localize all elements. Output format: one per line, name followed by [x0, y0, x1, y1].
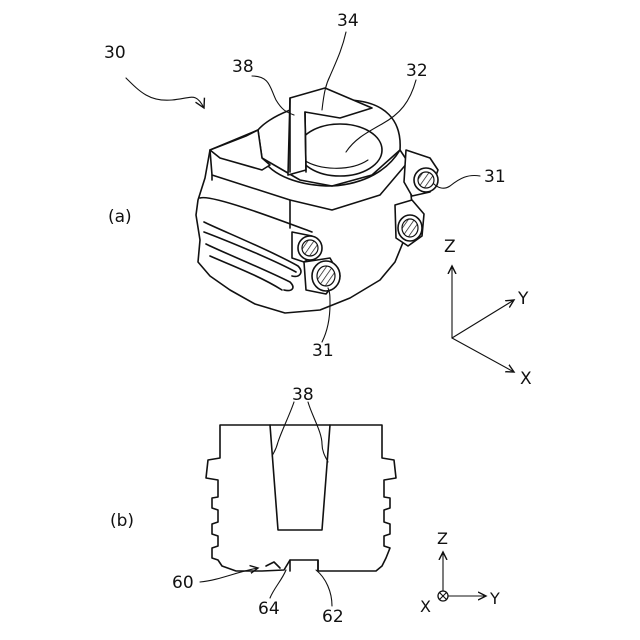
leader-32	[346, 80, 416, 152]
bore-inner-shade	[304, 160, 368, 168]
axes-b: Z X Y	[420, 529, 500, 616]
caption-a: (a)	[108, 207, 132, 227]
ref-38-b: 38	[292, 385, 314, 405]
ref-64: 64	[258, 599, 280, 619]
axes-a: Z Y X	[444, 237, 532, 389]
leader-30	[126, 78, 204, 108]
leader-38	[252, 76, 294, 115]
axis-x-label-a: X	[520, 369, 532, 389]
pin-contour-left	[272, 402, 294, 456]
leader-60	[200, 568, 258, 582]
ref-30: 30	[104, 43, 126, 63]
view-a-isometric: 30 38 34 32 31 31 (a) Z Y X	[104, 11, 532, 389]
leader-64	[270, 570, 286, 598]
axis-y-label-b: Y	[489, 589, 500, 608]
threaded-port-right-upper	[414, 168, 438, 192]
caption-b: (b)	[110, 511, 134, 531]
leader-31-right	[434, 175, 480, 188]
threaded-port-front-lower	[304, 258, 340, 294]
pin-contour-right	[308, 402, 328, 462]
ref-31-right: 31	[484, 167, 506, 187]
ref-31-bottom: 31	[312, 341, 334, 361]
bottom-slot	[290, 560, 318, 571]
axis-z-label-b: Z	[437, 529, 448, 548]
threaded-port-right-lower	[398, 215, 422, 241]
section-outline	[206, 425, 396, 571]
leader-62	[316, 570, 332, 606]
ref-62: 62	[322, 607, 344, 627]
ref-38-a: 38	[232, 57, 254, 77]
ref-60: 60	[172, 573, 194, 593]
ref-34: 34	[337, 11, 359, 31]
axis-z-label-a: Z	[444, 237, 456, 257]
axis-y-label-a: Y	[517, 289, 529, 309]
axis-x-label-b: X	[420, 597, 431, 616]
ref-32: 32	[406, 61, 428, 81]
recess-step	[266, 562, 280, 568]
view-b-section: 38 60 64 62 (b) Z X Y	[110, 385, 500, 627]
